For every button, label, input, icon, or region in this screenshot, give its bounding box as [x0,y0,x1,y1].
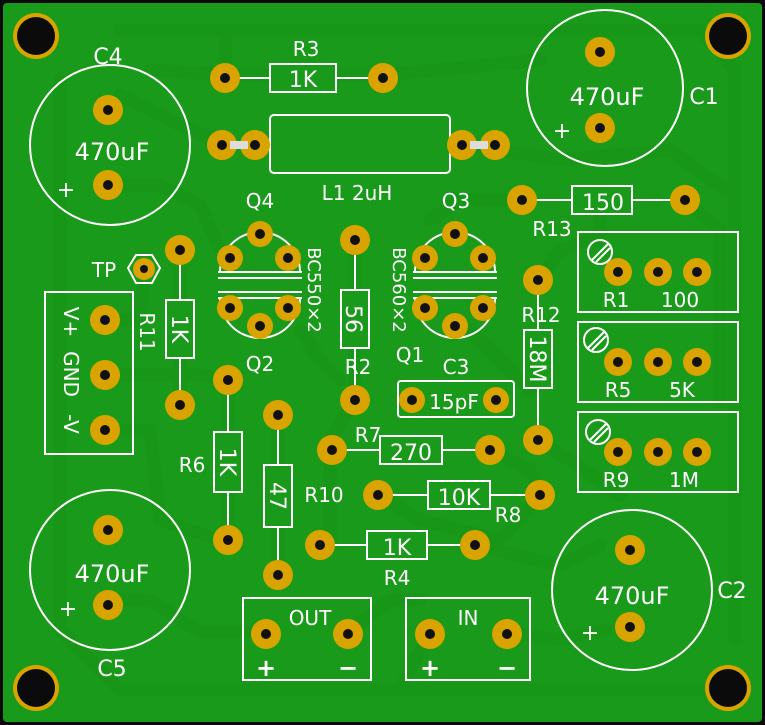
trimmer-r9: R9 1M [577,411,739,493]
resistor-r11: 1K R11 [135,235,195,420]
c1-polarity: + [553,119,571,144]
r3-ref: R3 [293,37,320,61]
c4-polarity: + [57,178,75,203]
r1-ref: R1 [603,288,630,312]
r13-value: 150 [582,191,624,216]
resistor-r2: 56 R2 [340,225,371,415]
test-point-tp: TP [91,254,162,284]
c3-ref: C3 [443,355,470,379]
transistor-q4-q2: Q4 Q2 BC550×2 [217,189,324,376]
r8-value: 10K [438,486,481,511]
r10-ref: R10 [304,483,343,507]
c3-value: 15pF [429,390,479,414]
capacitor-c3: 15pF C3 [397,355,515,418]
r4-value: 1K [383,536,412,561]
r7-ref: R7 [355,423,382,447]
c2-polarity: + [581,621,599,646]
in-connector: IN + − [405,597,531,682]
q4-part: BC550×2 [303,247,324,333]
power-vminus-label: -V [59,414,83,434]
q3-part: BC560×2 [388,247,409,333]
tp-label: TP [91,258,116,282]
r3-value: 1K [289,68,318,93]
c5-ref: C5 [97,657,126,682]
mounting-holes [13,13,751,711]
capacitor-c1: 470uF + C1 [526,9,719,167]
r11-value: 1K [166,315,191,344]
capacitor-c4: 470uF + C4 [29,45,191,226]
out-minus: − [338,654,358,682]
r13-ref: R13 [532,217,571,241]
in-plus: + [420,654,440,682]
q4-ref: Q4 [246,189,274,213]
trimmer-r5: R5 5K [577,321,739,403]
resistor-r3: 1K R3 [210,37,398,93]
inductor-l1: L1 2uH [207,114,510,205]
q3-ref: Q3 [442,189,470,213]
c1-value: 470uF [570,83,645,111]
resistor-r7: 270 R7 [317,423,505,466]
c5-value: 470uF [75,560,150,588]
r6-ref: R6 [179,453,206,477]
r5-ref: R5 [605,378,632,402]
q1-ref: Q1 [396,343,424,367]
r10-value: 47 [264,482,289,510]
c4-value: 470uF [75,138,150,166]
power-connector: V+ GND -V [44,291,134,455]
capacitor-c5: 470uF + C5 [29,489,191,682]
power-vplus-label: V+ [59,307,83,337]
r6-value: 1K [214,448,239,477]
c2-value: 470uF [595,582,670,610]
resistor-r4: 1K R4 [305,530,490,590]
r7-value: 270 [390,441,432,466]
in-title: IN [458,606,479,630]
resistor-r10: 47 R10 [263,400,344,590]
r9-ref: R9 [603,468,630,492]
resistor-r13: 150 R13 [507,185,700,241]
c2-ref: C2 [717,579,746,604]
board-substrate [3,3,762,722]
r2-value: 56 [340,305,365,333]
transistor-q3-q1: Q3 Q1 BC560×2 [388,189,497,367]
resistor-r12: 18M R12 [521,265,561,455]
r11-ref: R11 [135,312,159,351]
out-connector: OUT + − [242,597,372,682]
resistor-r8: 10K R8 [363,480,555,527]
out-plus: + [256,654,276,682]
resistor-r6: 1K R6 [179,365,243,555]
r5-value: 5K [669,378,696,402]
out-title: OUT [289,606,332,630]
trimmer-r1: R1 100 [577,231,739,313]
r4-ref: R4 [384,566,411,590]
r12-value: 18M [524,336,549,383]
r1-value: 100 [661,288,699,312]
in-minus: − [497,654,517,682]
l1-label: L1 2uH [322,181,393,205]
c4-ref: C4 [93,45,122,70]
r12-ref: R12 [521,303,560,327]
r9-value: 1M [669,468,699,492]
r8-ref: R8 [495,503,522,527]
c1-ref: C1 [689,85,718,110]
power-gnd-label: GND [59,351,83,397]
c5-polarity: + [59,597,77,622]
q2-ref: Q2 [246,352,274,376]
r2-ref: R2 [345,355,372,379]
capacitor-c2: 470uF + C2 [551,509,747,671]
